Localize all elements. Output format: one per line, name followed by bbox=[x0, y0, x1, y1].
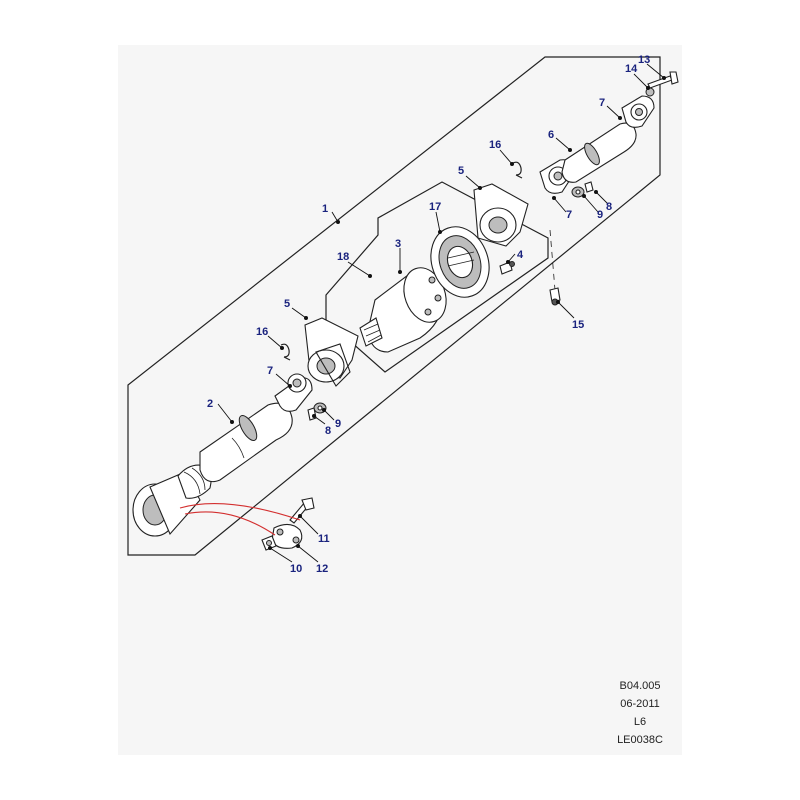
callout-8a: 8 bbox=[606, 201, 612, 213]
diagram-date: 06-2011 bbox=[620, 698, 660, 710]
center-bearing bbox=[359, 226, 490, 353]
coupling-washer-plate bbox=[271, 523, 303, 549]
grease-nipple bbox=[499, 261, 515, 275]
callout-7c: 7 bbox=[566, 209, 572, 221]
callout-7a: 7 bbox=[599, 97, 605, 109]
callout-8b: 8 bbox=[325, 425, 331, 437]
bolt-washer-right bbox=[571, 181, 594, 198]
assembly-guide-line bbox=[549, 229, 556, 291]
leaders bbox=[217, 63, 666, 563]
callout-3: 3 bbox=[395, 238, 401, 250]
red-guide-line-1 bbox=[179, 503, 301, 521]
rear-shaft bbox=[539, 95, 655, 194]
callout-16b: 16 bbox=[256, 326, 268, 338]
callout-5b: 5 bbox=[284, 298, 290, 310]
coupling-nut bbox=[261, 535, 277, 551]
front-shaft bbox=[132, 373, 313, 537]
callout-7b: 7 bbox=[267, 365, 273, 377]
callout-14: 14 bbox=[625, 63, 638, 75]
callout-4: 4 bbox=[517, 249, 524, 261]
diagram-code: B04.005 bbox=[619, 680, 661, 692]
callout-13: 13 bbox=[638, 54, 650, 66]
callout-1: 1 bbox=[322, 203, 328, 215]
assembly-boundary bbox=[127, 56, 661, 556]
callout-9b: 9 bbox=[335, 418, 341, 430]
clip-right bbox=[512, 161, 523, 179]
illustration-id: LE0038C bbox=[617, 734, 663, 746]
engine-code: L6 bbox=[633, 716, 647, 728]
rear-support-bracket bbox=[473, 183, 529, 247]
bolt-15 bbox=[549, 287, 561, 306]
callout-6: 6 bbox=[548, 129, 554, 141]
front-support-bracket bbox=[304, 317, 359, 387]
coupling-bolt bbox=[289, 497, 315, 524]
callout-17: 17 bbox=[429, 201, 441, 213]
callout-18: 18 bbox=[337, 251, 349, 263]
callout-9a: 9 bbox=[597, 209, 603, 221]
clip-left bbox=[280, 343, 291, 361]
reference-codes: B04.005 06-2011 L6 LE0038C bbox=[600, 677, 680, 749]
callout-15: 15 bbox=[572, 319, 584, 331]
callout-12: 12 bbox=[316, 563, 328, 575]
callout-5a: 5 bbox=[458, 165, 464, 177]
callout-10: 10 bbox=[290, 563, 302, 575]
callout-2: 2 bbox=[207, 398, 213, 410]
callout-11: 11 bbox=[318, 533, 330, 545]
red-guide-line-2 bbox=[184, 511, 276, 536]
bolt-nut-top bbox=[645, 71, 679, 97]
callout-16a: 16 bbox=[489, 139, 501, 151]
